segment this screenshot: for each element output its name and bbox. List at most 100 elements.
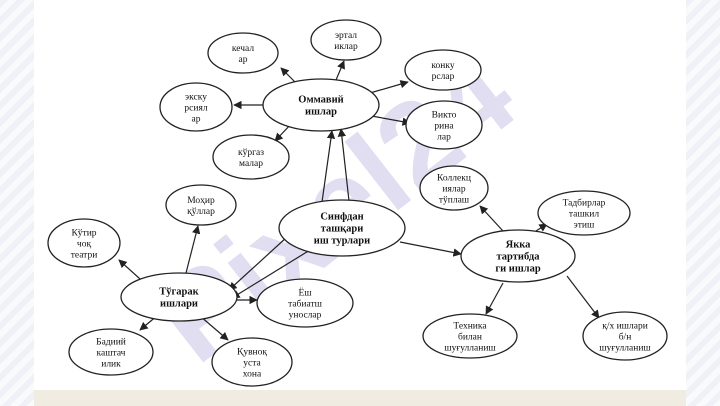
node-yakka-ellipse [460, 229, 576, 283]
node-viktorinalar-label-line: рина [434, 121, 454, 131]
node-kolleksiya-ellipse [419, 165, 489, 211]
node-korgazmalar-ellipse [212, 134, 290, 180]
node-kx-label-line: қ/х ишлари [602, 321, 648, 331]
node-texnika-label-line: билан [458, 331, 482, 342]
node-badiiy-label-line: илик [101, 359, 121, 369]
node-kx-ellipse [582, 311, 668, 361]
node-ommaviy-ellipse [262, 78, 380, 132]
arrow-yakka-to-kx [566, 275, 600, 319]
node-kotir-label-line: театри [71, 250, 98, 260]
node-yosh-label-line: унослар [289, 310, 322, 320]
arrow-sinfdan-to-togarak [228, 236, 288, 291]
arrow-sinfdan-to-ommaviy [337, 128, 350, 202]
node-ommaviy-label-line: Оммавий [298, 95, 343, 106]
node-ommaviy-label-line: ишлар [305, 107, 337, 118]
arrow-yakka-to-kolleksiya [479, 205, 504, 232]
left-decorative-stripe [0, 0, 34, 406]
node-ekskursiyalar-label-line: экску [185, 92, 207, 102]
node-yakka-label-line: Якка [506, 240, 532, 251]
arrow-togarak-to-quvnoq [199, 315, 229, 341]
node-texnika-label-line: шуғулланиш [444, 343, 496, 353]
node-ertaliklar-label-line: эртал [335, 31, 357, 41]
bottom-bar [34, 390, 686, 406]
arrow-togarak-to-mohir [185, 225, 201, 274]
node-badiiy-ellipse [68, 328, 154, 376]
node-viktorinalar-label-line: лар [437, 132, 451, 142]
node-konkurslar-label-line: конку [431, 61, 454, 71]
node-tadbirlar-label-line: этиш [574, 220, 595, 230]
node-kotir-ellipse [47, 218, 121, 268]
node-korgazmalar-label-line: малар [239, 159, 263, 169]
arrow-ommaviy-to-konkurslar [369, 80, 409, 94]
node-togarak-label-line: ишлари [160, 299, 198, 310]
node-korgazmalar-label-line: кўргаз [238, 147, 264, 158]
node-togarak-ellipse [120, 272, 238, 322]
node-quvnoq-label-line: Қувноқ [237, 347, 267, 357]
node-yakka-label-line: ги ишлар [495, 264, 540, 275]
node-mohir-ellipse [165, 184, 237, 226]
node-kx-label-line: шуғулланиш [599, 343, 651, 353]
node-kx-label-line: б/н [619, 331, 632, 342]
node-konkurslar-ellipse [404, 49, 482, 91]
node-tadbirlar-ellipse [537, 190, 631, 236]
node-kechalar-label-line: ар [239, 55, 248, 65]
node-kolleksiya-label-line: тўплаш [439, 194, 470, 205]
node-kolleksiya-label-line: Коллекц [437, 173, 471, 183]
node-tadbirlar-label-line: ташкил [569, 209, 599, 219]
node-yosh-ellipse [256, 278, 354, 328]
node-ekskursiyalar-ellipse [159, 82, 233, 132]
node-mohir-label-line: Моҳир [187, 196, 215, 206]
node-mohir-label-line: қўллар [187, 206, 215, 217]
arrow-ommaviy-to-ertaliklar [335, 60, 345, 81]
node-kotir-label-line: чоқ [77, 239, 92, 249]
node-kechalar-label-line: кечал [232, 44, 254, 54]
node-quvnoq-label-line: уста [243, 358, 261, 368]
node-kotir-label-line: Кўтир [71, 227, 96, 238]
node-ertaliklar-ellipse [310, 19, 382, 61]
node-badiiy-label-line: каштач [97, 348, 126, 358]
node-konkurslar-label-line: рслар [432, 72, 455, 82]
node-kolleksiya-label-line: иялар [442, 184, 465, 194]
node-viktorinalar-label-line: Викто [432, 110, 457, 120]
node-yosh-label-line: Ёш [298, 286, 312, 298]
arrow-yakka-to-texnika [485, 282, 504, 315]
right-decorative-stripe [686, 0, 720, 406]
node-sinfdan-label-line: ташқари [321, 224, 364, 235]
node-sinfdan-label-line: иш турлари [314, 236, 370, 247]
node-togarak-label-line: Тўгарак [159, 287, 199, 298]
nodes-layer: Оммавийишларкечаларэрталикларконкурсларэ… [47, 19, 668, 387]
node-ekskursiyalar-label-line: рсиял [184, 103, 207, 113]
node-quvnoq-ellipse [211, 337, 293, 387]
arrow-sinfdan-to-ommaviy [321, 130, 336, 203]
node-sinfdan-ellipse [278, 199, 406, 257]
node-viktorinalar-ellipse [405, 100, 483, 150]
node-yakka-label-line: тартибда [497, 252, 541, 263]
arrow-sinfdan-to-togarak [231, 249, 311, 299]
node-ekskursiyalar-label-line: ар [192, 114, 201, 124]
node-tadbirlar-label-line: Тадбирлар [563, 197, 606, 208]
node-yosh-label-line: табиатш [288, 298, 323, 309]
node-kechalar-ellipse [207, 32, 279, 74]
node-ertaliklar-label-line: иклар [334, 42, 358, 52]
node-texnika-label-line: Техника [453, 321, 487, 331]
